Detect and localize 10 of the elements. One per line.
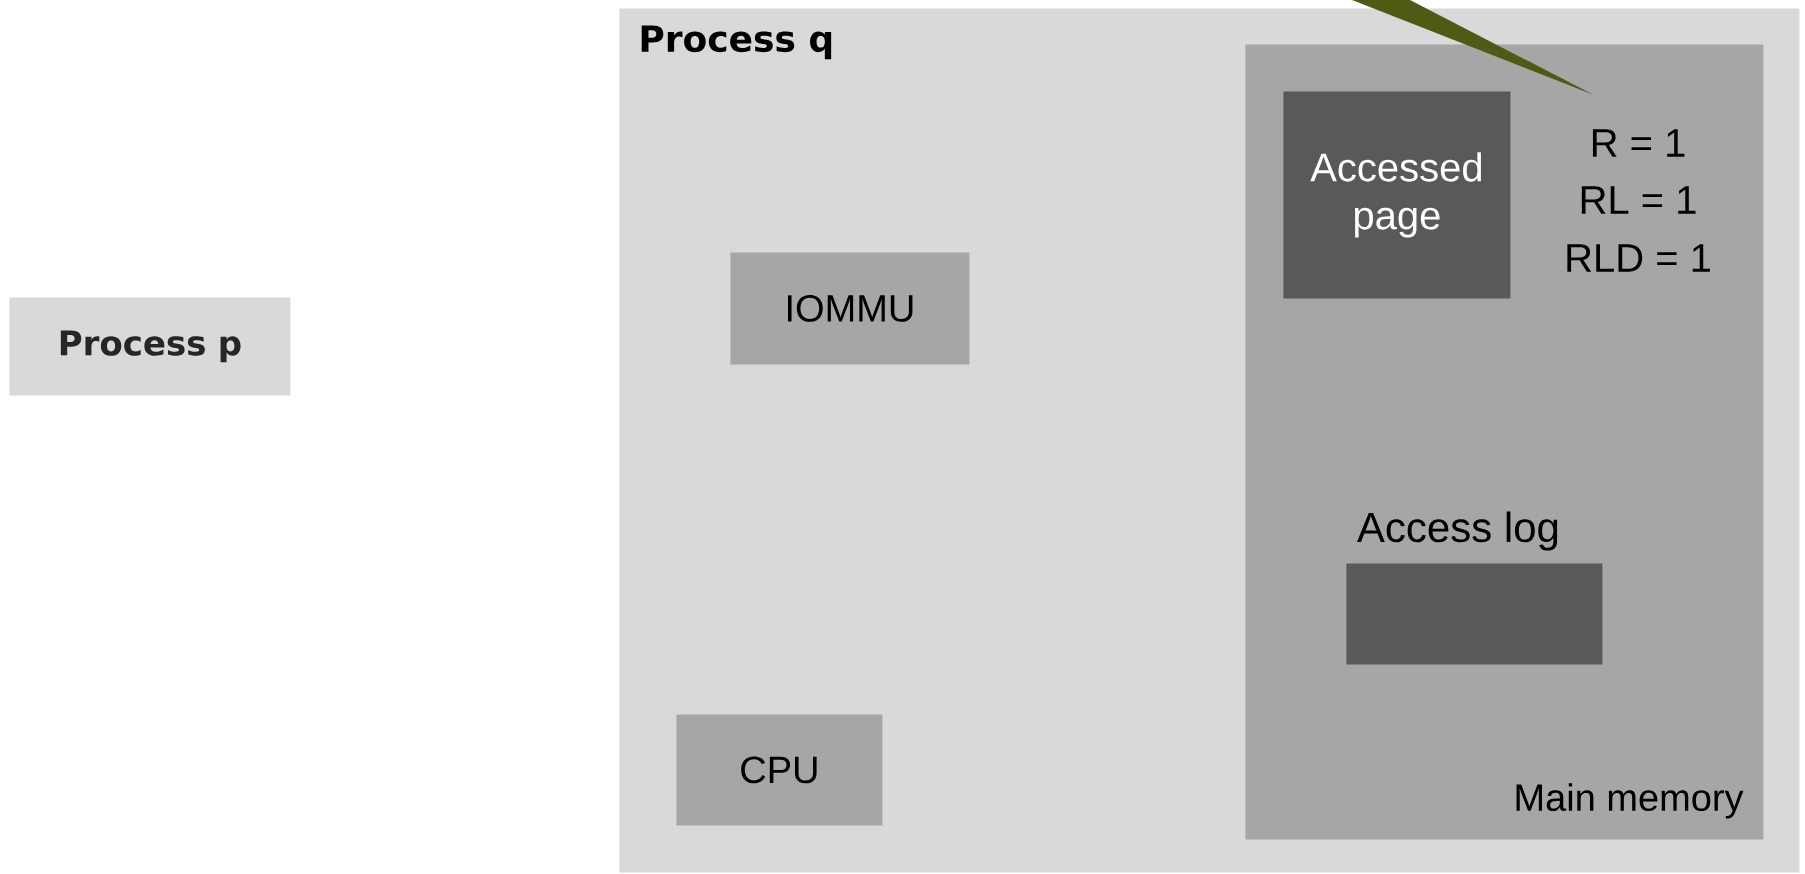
process-box: Process p	[9, 297, 291, 396]
flag-value: RL = 1	[1581, 186, 1696, 214]
component-box: CPU	[676, 714, 883, 826]
flag-value: R = 1	[1592, 129, 1685, 157]
component-box: IOMMU	[730, 252, 970, 365]
callout-pointer	[1352, 0, 1594, 95]
log-box: Access log	[1346, 511, 1603, 665]
flag-value: RLD = 1	[1567, 244, 1710, 272]
page-box: Accessed page	[1283, 91, 1511, 299]
node-label: Access log	[1356, 511, 1558, 551]
